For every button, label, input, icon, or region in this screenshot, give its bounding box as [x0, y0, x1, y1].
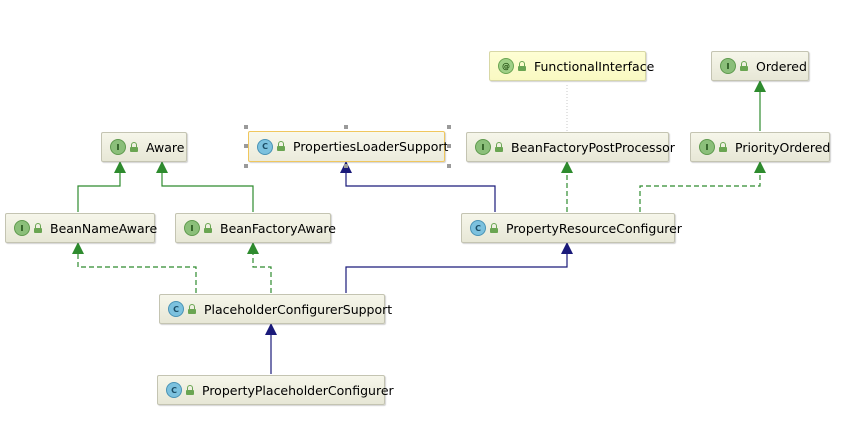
node-label: BeanNameAware	[50, 220, 158, 236]
annotation-icon: @	[498, 58, 514, 74]
interface-icon: I	[475, 139, 491, 155]
edge-line	[345, 164, 496, 212]
node-aware[interactable]: I Aware	[101, 132, 187, 162]
node-propertyresourceconfigurer[interactable]: C PropertyResourceConfigurer	[461, 213, 682, 243]
arrowhead	[247, 242, 259, 254]
node-label: Aware	[146, 139, 185, 155]
edge-propertyresourceconfigurer-to-beanfactorypostprocessor	[561, 161, 573, 212]
edge-propertyresourceconfigurer-to-propertiesloadersupport	[340, 161, 496, 212]
selection-handle[interactable]	[447, 164, 451, 168]
arrowhead	[72, 242, 84, 254]
node-propertiesloadersupport[interactable]: C PropertiesLoaderSupport	[248, 131, 449, 162]
interface-icon: I	[14, 220, 30, 236]
edge-propertyresourceconfigurer-to-priorityordered	[639, 161, 766, 212]
node-placeholderconfigurersupport[interactable]: C PlaceholderConfigurerSupport	[159, 294, 392, 324]
edge-placeholderconfigurersupport-to-beannameaware	[72, 242, 197, 293]
node-propertyplaceholderconfigurer[interactable]: C PropertyPlaceholderConfigurer	[157, 375, 394, 405]
edge-line	[77, 164, 121, 212]
class-icon: C	[257, 138, 273, 155]
node-label: PropertiesLoaderSupport	[293, 139, 449, 154]
node-label: PriorityOrdered	[735, 139, 831, 155]
selection-handle[interactable]	[244, 125, 248, 129]
selection-handle[interactable]	[447, 144, 451, 148]
node-priorityordered[interactable]: I PriorityOrdered	[690, 132, 830, 162]
edge-placeholderconfigurersupport-to-beanfactoryaware	[247, 242, 272, 293]
public-visibility-icon	[495, 141, 505, 153]
interface-icon: I	[699, 139, 715, 155]
edge-line	[77, 245, 197, 293]
node-label: FunctionalInterface	[534, 58, 655, 74]
public-visibility-icon	[719, 141, 729, 153]
public-visibility-icon	[130, 141, 140, 153]
node-functionalinterface[interactable]: @ FunctionalInterface	[489, 51, 654, 81]
edge-propertyplaceholderconfigurer-to-placeholderconfigurersupport	[265, 323, 277, 374]
edge-line	[161, 164, 254, 212]
selection-handle[interactable]	[447, 125, 451, 129]
public-visibility-icon	[188, 303, 198, 315]
arrowhead	[754, 161, 766, 173]
interface-icon: I	[184, 220, 200, 236]
node-beannameaware[interactable]: I BeanNameAware	[5, 213, 158, 243]
arrowhead	[561, 161, 573, 173]
edge-placeholderconfigurersupport-to-propertyresourceconfigurer	[345, 242, 573, 293]
node-beanfactorypostprocessor[interactable]: I BeanFactoryPostProcessor	[466, 132, 675, 162]
node-label: PlaceholderConfigurerSupport	[204, 301, 393, 317]
arrowhead	[561, 242, 573, 254]
selection-handle[interactable]	[344, 125, 348, 129]
public-visibility-icon	[186, 384, 196, 396]
public-visibility-icon	[740, 60, 750, 72]
edge-beannameaware-to-aware	[77, 161, 126, 212]
node-label: Ordered	[756, 58, 807, 74]
public-visibility-icon	[204, 222, 214, 234]
arrowhead	[265, 323, 277, 335]
arrowhead	[156, 161, 168, 173]
arrowhead	[754, 80, 766, 92]
edge-beanfactoryaware-to-aware	[156, 161, 254, 212]
node-beanfactoryaware[interactable]: I BeanFactoryAware	[175, 213, 336, 243]
interface-icon: I	[110, 139, 126, 155]
class-icon: C	[166, 382, 182, 398]
edge-line	[345, 245, 568, 293]
node-ordered[interactable]: I Ordered	[711, 51, 809, 81]
public-visibility-icon	[490, 222, 500, 234]
public-visibility-icon	[34, 222, 44, 234]
arrowhead	[114, 161, 126, 173]
class-icon: C	[470, 220, 486, 236]
node-label: PropertyResourceConfigurer	[506, 220, 682, 236]
public-visibility-icon	[518, 60, 528, 72]
edge-line	[639, 164, 761, 212]
interface-icon: I	[720, 58, 736, 74]
public-visibility-icon	[277, 141, 287, 152]
edge-line	[252, 245, 272, 293]
selection-handle[interactable]	[344, 164, 348, 168]
selection-handle[interactable]	[244, 144, 248, 148]
class-icon: C	[168, 301, 184, 317]
edge-priorityordered-to-ordered	[754, 80, 766, 131]
node-label: PropertyPlaceholderConfigurer	[202, 382, 394, 398]
node-label: BeanFactoryAware	[220, 220, 336, 236]
selection-handle[interactable]	[244, 164, 248, 168]
node-label: BeanFactoryPostProcessor	[511, 139, 675, 155]
